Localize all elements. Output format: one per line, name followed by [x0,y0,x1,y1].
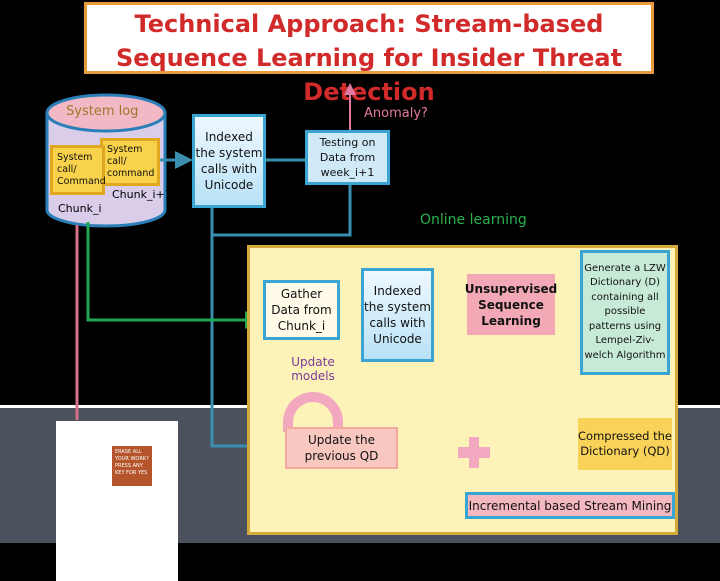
indexed-unicode-box: Indexed the system calls with Unicode [361,268,434,362]
chunk-label: Chunk_i [58,202,102,215]
plus-icon [458,447,490,458]
anomaly-label: Anomaly? [364,106,428,121]
update-models-label: Update models [291,355,335,383]
gather-data-box: Gather Data from Chunk_i [263,280,340,340]
clipart-screen: ERASE ALL YOUR WORK? PRESS ANY KEY FOR Y… [112,446,152,486]
incremental-stream-mining-box: Incremental based Stream Mining [465,492,675,519]
unsupervised-learning-box: Unsupervised Sequence Learning [465,274,557,335]
system-call-card: System call/ Command [50,145,106,195]
indexed-unicode-box: Indexed the system calls with Unicode [192,114,266,208]
insider-clipart: ERASE ALL YOUR WORK? PRESS ANY KEY FOR Y… [56,421,178,581]
update-loop-arrow-icon [283,392,343,432]
testing-box: Testing on Data from week_i+1 [305,130,390,185]
update-qd-box: Update the previous QD [285,427,398,469]
compressed-dictionary-box: Compressed the Dictionary (QD) [578,418,672,470]
online-learning-label: Online learning [420,212,527,228]
lzw-dictionary-box: Generate a LZW Dictionary (D) containing… [580,250,670,375]
chunk-label: Chunk_i+1 [112,188,172,201]
system-log-label: System log [66,104,139,119]
slide-title: Technical Approach: Stream-based Sequenc… [84,2,654,106]
system-call-card: System call/ command [100,138,160,186]
